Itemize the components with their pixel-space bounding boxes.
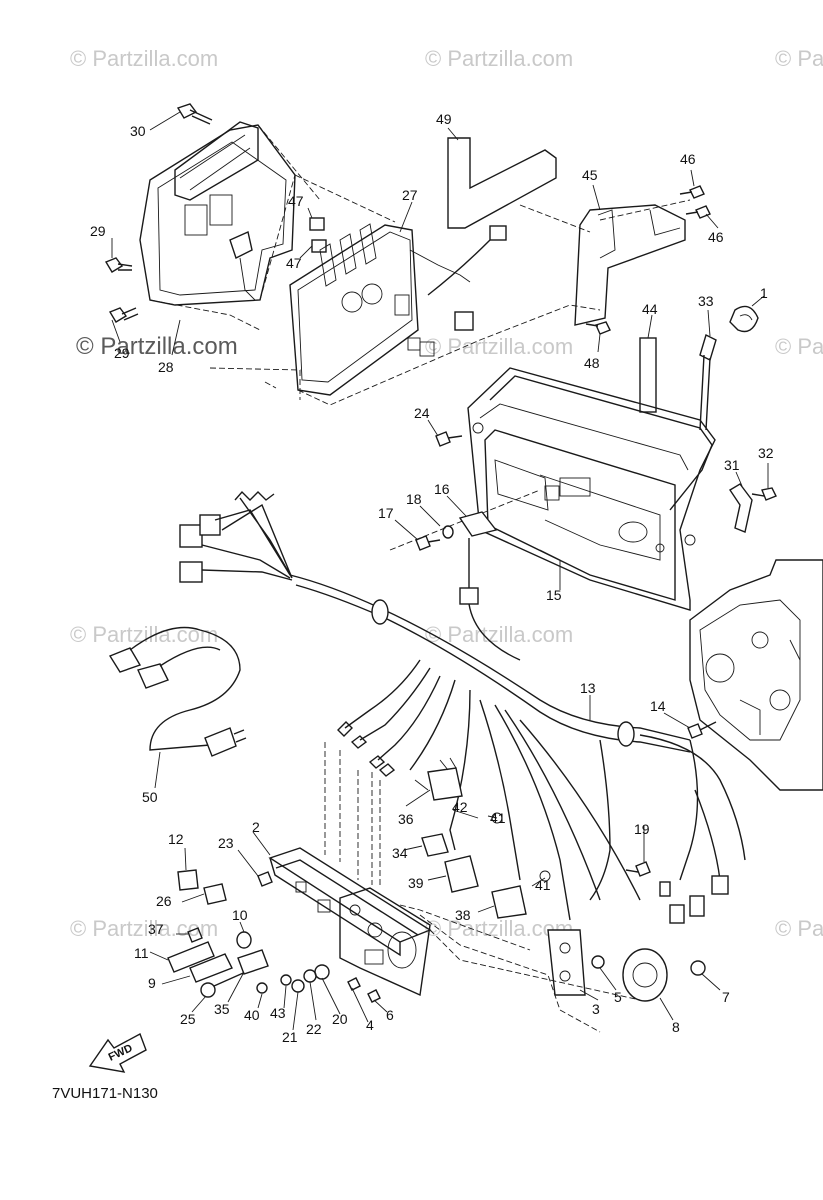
callout-39: 39 bbox=[408, 875, 424, 891]
callout-33: 33 bbox=[698, 293, 714, 309]
callout-8: 8 bbox=[672, 1019, 680, 1035]
callout-36: 36 bbox=[398, 811, 414, 827]
bolt bbox=[176, 103, 213, 125]
connector bbox=[459, 538, 521, 661]
rear-cover bbox=[139, 121, 396, 331]
clamp bbox=[729, 305, 759, 333]
callout-22: 22 bbox=[306, 1021, 322, 1037]
bolt bbox=[679, 185, 711, 219]
callout-32: 32 bbox=[758, 445, 774, 461]
callout-46: 46 bbox=[708, 229, 724, 245]
callout-28: 28 bbox=[158, 359, 174, 375]
watermark: © Partzilla.com bbox=[425, 334, 573, 359]
callout-27: 27 bbox=[402, 187, 418, 203]
callout-15: 15 bbox=[546, 587, 562, 603]
callout-16: 16 bbox=[434, 481, 450, 497]
fwd-arrow: FWD bbox=[88, 1033, 147, 1073]
watermark: © Partzilla.com bbox=[775, 334, 823, 359]
callout-46: 46 bbox=[680, 151, 696, 167]
callout-29: 29 bbox=[90, 223, 106, 239]
callout-3: 3 bbox=[592, 1001, 600, 1017]
bolt bbox=[108, 307, 139, 323]
watermark: © Partzilla.com bbox=[70, 622, 218, 647]
callout-29: 29 bbox=[114, 345, 130, 361]
callout-35: 35 bbox=[214, 1001, 230, 1017]
callout-48: 48 bbox=[584, 355, 600, 371]
diagram-code: 7VUH171-N130 bbox=[52, 1085, 158, 1102]
callout-13: 13 bbox=[580, 680, 596, 696]
extension-cord bbox=[108, 626, 247, 757]
watermark: © Partzilla.com bbox=[775, 916, 823, 941]
cable-tie bbox=[699, 334, 717, 431]
callout-19: 19 bbox=[634, 821, 650, 837]
callout-41: 41 bbox=[490, 810, 506, 826]
callout-23: 23 bbox=[218, 835, 234, 851]
callout-18: 18 bbox=[406, 491, 422, 507]
cap bbox=[458, 511, 498, 537]
callout-26: 26 bbox=[156, 893, 172, 909]
watermark: © Partzilla.com bbox=[425, 46, 573, 71]
callout-45: 45 bbox=[582, 167, 598, 183]
callout-25: 25 bbox=[180, 1011, 196, 1027]
callout-47: 47 bbox=[286, 255, 302, 271]
callout-14: 14 bbox=[650, 698, 666, 714]
callout-10: 10 bbox=[232, 907, 248, 923]
inverter-unit bbox=[209, 223, 601, 406]
watermarks: © Partzilla.com © Partzilla.com © Partzi… bbox=[70, 46, 823, 941]
callout-34: 34 bbox=[392, 845, 408, 861]
callout-12: 12 bbox=[168, 831, 184, 847]
bolt bbox=[104, 257, 133, 273]
callout-numbers: 1 2 3 4 5 6 7 8 9 10 11 12 13 14 15 16 1… bbox=[90, 111, 774, 1045]
label-strip bbox=[639, 337, 657, 413]
washer bbox=[442, 525, 454, 539]
callout-49: 49 bbox=[436, 111, 452, 127]
front-panel bbox=[268, 742, 706, 1033]
label-sheet bbox=[447, 137, 557, 229]
callout-17: 17 bbox=[378, 505, 394, 521]
screw bbox=[415, 535, 441, 551]
clip bbox=[729, 483, 753, 533]
wire-harness bbox=[179, 490, 746, 924]
callout-47: 47 bbox=[288, 193, 304, 209]
screw bbox=[585, 321, 611, 335]
callout-43: 43 bbox=[270, 1005, 286, 1021]
callout-9: 9 bbox=[148, 975, 156, 991]
callout-5: 5 bbox=[614, 989, 622, 1005]
callout-6: 6 bbox=[386, 1007, 394, 1023]
callout-42: 42 bbox=[452, 799, 468, 815]
callout-30: 30 bbox=[130, 123, 146, 139]
watermark: © Partzilla.com bbox=[70, 916, 218, 941]
small-parts bbox=[167, 869, 381, 1003]
callout-1: 1 bbox=[760, 285, 768, 301]
watermark: © Partzilla.com bbox=[775, 46, 823, 71]
bolt bbox=[687, 721, 717, 739]
callout-2: 2 bbox=[252, 819, 260, 835]
callout-24: 24 bbox=[414, 405, 430, 421]
screw bbox=[751, 487, 777, 501]
clip bbox=[309, 217, 327, 253]
callout-4: 4 bbox=[366, 1017, 374, 1033]
callout-50: 50 bbox=[142, 789, 158, 805]
callout-41: 41 bbox=[535, 877, 551, 893]
screw bbox=[435, 431, 463, 447]
watermark: © Partzilla.com bbox=[70, 46, 218, 71]
callout-11: 11 bbox=[134, 945, 149, 961]
callout-37: 37 bbox=[148, 921, 164, 937]
callout-40: 40 bbox=[244, 1007, 260, 1023]
callout-31: 31 bbox=[724, 457, 740, 473]
callout-7: 7 bbox=[722, 989, 730, 1005]
callout-20: 20 bbox=[332, 1011, 348, 1027]
engine-housing bbox=[689, 559, 823, 791]
callout-21: 21 bbox=[282, 1029, 298, 1045]
bracket bbox=[519, 199, 691, 326]
callout-44: 44 bbox=[642, 301, 658, 317]
callout-38: 38 bbox=[455, 907, 471, 923]
watermark: © Partzilla.com bbox=[425, 622, 573, 647]
watermark: © Partzilla.com bbox=[76, 333, 238, 360]
leader-lines bbox=[111, 111, 769, 1031]
